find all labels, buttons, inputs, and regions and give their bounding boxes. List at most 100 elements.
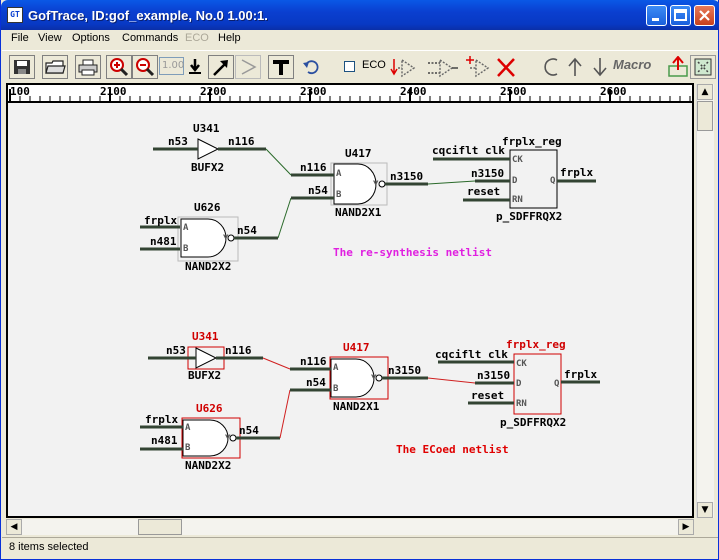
trace-to-pin-icon[interactable] — [466, 56, 490, 78]
cell-type-bufx2: BUFX2 — [188, 369, 221, 382]
net-label-n481: n481 — [150, 235, 177, 248]
print-button[interactable] — [75, 55, 101, 79]
print-icon — [78, 59, 98, 76]
pin-a: A — [336, 169, 342, 179]
scroll-down-button[interactable]: ▼ — [697, 502, 713, 518]
buffer-u341[interactable] — [195, 347, 218, 369]
horizontal-scrollbar[interactable]: ◀ ▶ — [6, 519, 694, 535]
scroll-up-button[interactable]: ▲ — [697, 84, 713, 100]
close-button[interactable] — [694, 5, 715, 26]
net-label-n116: n116 — [228, 135, 255, 148]
menu-eco: ECO — [185, 32, 209, 44]
pin-b: B — [336, 190, 342, 200]
minimize-icon — [652, 18, 659, 21]
open-button[interactable] — [42, 55, 68, 79]
macro-button[interactable]: Macro — [613, 57, 652, 72]
pin-q: Q — [550, 176, 556, 186]
net-label-n481: n481 — [151, 434, 178, 447]
wire-connect-n54-bottom — [279, 389, 291, 439]
scroll-right-button[interactable]: ▶ — [678, 519, 694, 535]
net-label-reset: reset — [471, 389, 504, 402]
cell-type-nand2x2: NAND2X2 — [185, 459, 231, 472]
instance-label-frplx-reg: frplx_reg — [502, 135, 562, 148]
flipflop-frplx-reg[interactable] — [513, 353, 562, 415]
import-button[interactable] — [690, 55, 716, 79]
zoom-in-button[interactable] — [106, 55, 132, 79]
pin-ck: CK — [516, 359, 527, 369]
triangle-icon — [241, 59, 257, 75]
vertical-scroll-thumb[interactable] — [697, 101, 713, 131]
instance-label-u417: U417 — [345, 147, 372, 160]
down-arrow-icon[interactable] — [590, 56, 610, 78]
net-label-n53: n53 — [168, 135, 188, 148]
nand-u417[interactable] — [330, 358, 375, 398]
zoom-out-button[interactable] — [132, 55, 158, 79]
cell-type-nand2x2: NAND2X2 — [185, 260, 231, 273]
scroll-left-button[interactable]: ◀ — [6, 519, 22, 535]
horizontal-scroll-thumb[interactable] — [138, 519, 182, 535]
schematic-canvas[interactable]: 100 2100 2200 2300 2400 2500 2600 U341 n… — [6, 83, 694, 518]
menu-help[interactable]: Help — [218, 32, 241, 44]
open-icon — [45, 60, 66, 74]
zoom-field[interactable]: 1.00 — [159, 57, 184, 75]
ruler-label: 2300 — [300, 85, 327, 98]
netlist-title-bottom: The ECoed netlist — [396, 443, 509, 456]
minimize-button[interactable] — [646, 5, 667, 26]
close-icon — [699, 10, 710, 21]
pin-d: D — [512, 176, 518, 186]
pin-rn: RN — [512, 195, 523, 205]
wire-connect-n116-top — [265, 148, 292, 176]
select-arrow-button[interactable] — [208, 55, 234, 79]
nand-u626[interactable] — [182, 419, 229, 457]
ruler-label: 100 — [10, 85, 30, 98]
pin-a: A — [185, 423, 191, 433]
eco-checkbox[interactable] — [344, 61, 355, 72]
menu-bar: File View Options Commands ECO Help — [2, 30, 718, 49]
maximize-button[interactable] — [670, 5, 691, 26]
trace-icons[interactable] — [390, 55, 522, 81]
instance-label-u341: U341 — [192, 330, 219, 343]
menu-view[interactable]: View — [38, 32, 62, 44]
buffer-u341[interactable] — [197, 138, 220, 160]
menu-file[interactable]: File — [11, 32, 29, 44]
undo-icon — [303, 60, 319, 75]
triangle-tool-button[interactable] — [235, 55, 261, 79]
schematic-drawing: U341 n53 n116 BUFX2 U626 A B Y frplx n48… — [140, 122, 600, 472]
instance-label-u341: U341 — [193, 122, 220, 135]
arc-icon[interactable] — [542, 56, 562, 78]
netlist-bottom: U341 n53 n116 BUFX2 U626 A B Y frplx n48… — [140, 330, 600, 472]
delete-icon[interactable] — [497, 58, 515, 77]
netlist-title-top: The re-synthesis netlist — [333, 246, 492, 259]
save-icon — [14, 60, 30, 74]
net-label-n3150: n3150 — [390, 170, 423, 183]
save-button[interactable] — [9, 55, 35, 79]
export-button[interactable] — [665, 55, 691, 79]
menu-options[interactable]: Options — [72, 32, 110, 44]
apply-zoom-icon — [189, 59, 201, 74]
net-label-n116: n116 — [300, 161, 327, 174]
pin-y: Y — [225, 434, 231, 444]
menu-commands[interactable]: Commands — [122, 32, 179, 44]
text-tool-button[interactable] — [268, 55, 294, 79]
up-arrow-icon[interactable] — [565, 56, 585, 78]
pin-y: Y — [223, 234, 229, 244]
net-label-n54: n54 — [239, 424, 259, 437]
net-label-n3150: n3150 — [388, 364, 421, 377]
text-tool-icon — [273, 60, 289, 75]
wire-connect-n3150-bottom — [427, 377, 476, 384]
vertical-scrollbar[interactable]: ▲ ▼ — [696, 84, 714, 518]
trace-backward-icon[interactable] — [390, 58, 416, 78]
trace-forward-icon[interactable] — [428, 58, 458, 78]
nand-u626[interactable] — [180, 218, 227, 258]
pin-b: B — [185, 443, 191, 453]
title-bar[interactable]: GT GofTrace, ID:gof_example, No.0 1.00:1… — [1, 0, 719, 30]
nand-u417[interactable] — [333, 163, 377, 205]
wire-connect-n116-bottom — [262, 357, 291, 370]
net-label-n53: n53 — [166, 344, 186, 357]
apply-zoom-button[interactable] — [184, 55, 206, 79]
undo-button[interactable] — [298, 55, 324, 79]
flipflop-frplx-reg[interactable] — [509, 149, 558, 209]
ruler-label: 2200 — [200, 85, 227, 98]
pin-y: Y — [371, 374, 377, 384]
